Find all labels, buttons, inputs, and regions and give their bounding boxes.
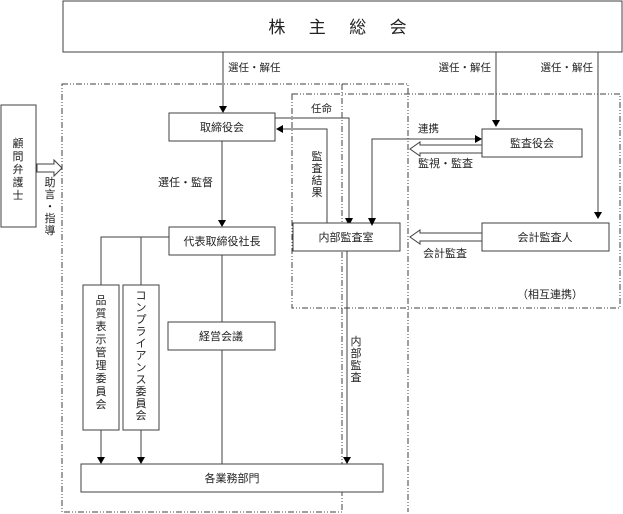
shareholders-meeting-label: 株 主 総 会 (268, 18, 415, 38)
audit-board-label: 監査役会 (510, 136, 554, 150)
quality-committee-label: 品質表示管理委員会 (96, 294, 107, 411)
audit-results-char: 監 (312, 149, 323, 163)
board-of-directors-label: 取締役会 (200, 120, 244, 134)
arrowhead (218, 220, 226, 227)
legal-advisor-char: 護 (13, 175, 24, 189)
business-departments-label: 各業務部門 (205, 471, 260, 485)
monitor-audit-arrow (409, 141, 483, 157)
advice-arrow (36, 158, 63, 178)
accounting-auditor-label: 会計監査人 (518, 230, 573, 244)
arrowhead (97, 457, 105, 464)
compliance-committee-char: ン (136, 301, 147, 314)
compliance-committee-char: プ (136, 313, 147, 326)
label-mutual-cooperation: （相互連携） (517, 287, 583, 301)
internal-audit-office-label: 内部監査室 (319, 230, 374, 244)
internal-audit-char: 査 (351, 370, 362, 384)
internal-audit-char: 内 (351, 334, 362, 348)
compliance-committee-char: 委 (136, 385, 147, 398)
board-of-directors-box (168, 112, 276, 142)
arrowhead (276, 125, 283, 133)
quality-committee-char: 品 (96, 294, 107, 307)
quality-committee-char: 管 (96, 345, 107, 359)
label-elect-dismiss-auditboard: 選任・解任 (439, 61, 492, 74)
audit-results-char: 結 (312, 173, 323, 187)
arrowhead (137, 457, 145, 464)
legal-advisor-char: 顧 (13, 136, 24, 150)
quality-committee-char: 質 (96, 306, 107, 320)
legal-advisor-label: 顧問弁護士 (13, 136, 24, 202)
advice-guidance-char: 指 (45, 211, 56, 225)
legal-advisor-char: 問 (13, 150, 24, 163)
arrowhead (492, 120, 500, 127)
compliance-committee-char: ス (136, 373, 147, 386)
arrowhead (368, 218, 376, 226)
company-boundary (61, 83, 343, 513)
compliance-committee-char: 員 (136, 397, 147, 410)
compliance-committee-char: 会 (136, 409, 147, 422)
quality-committee-char: 示 (96, 333, 107, 346)
advice-guidance-char: 言 (45, 188, 56, 201)
legal-advisor-char: 弁 (13, 162, 24, 176)
president-label: 代表取締役社長 (184, 234, 261, 248)
legal-advisor-box (0, 104, 37, 228)
management-meeting-box (167, 321, 276, 351)
arrowhead (343, 457, 351, 464)
accounting-audit-arrow (409, 229, 483, 245)
compliance-committee-char: ア (136, 349, 147, 362)
label-elect-dismiss-accounting: 選任・解任 (541, 61, 594, 74)
arrowhead (219, 106, 227, 113)
quality-committee-char: 員 (96, 385, 107, 398)
arrowhead (475, 135, 482, 143)
management-meeting-label: 経営会議 (199, 329, 243, 343)
line-appoint (275, 117, 350, 221)
compliance-committee-char: コ (136, 289, 147, 302)
shareholders-meeting-box (62, 0, 623, 53)
label-accounting-audit: 会計監査 (423, 246, 467, 260)
quality-committee-char: 理 (96, 359, 107, 372)
company-boundary-right (342, 83, 409, 512)
line-audit-results (282, 128, 328, 226)
arrowhead (594, 212, 602, 219)
label-monitor-audit: 監視・監査 (418, 156, 473, 170)
quality-committee-char: 表 (96, 319, 107, 333)
advice-guidance-char: ・ (45, 200, 56, 213)
quality-committee-char: 委 (96, 372, 107, 385)
label-appoint: 任命 (311, 102, 332, 115)
label-elect-dismiss-board: 選任・解任 (228, 61, 281, 74)
accounting-auditor-box (481, 222, 610, 252)
audit-board-box (481, 128, 583, 158)
quality-committee-char: 会 (96, 398, 107, 411)
business-departments-box (80, 463, 384, 493)
advice-guidance-char: 導 (45, 223, 56, 237)
audit-results-char: 査 (312, 161, 323, 175)
compliance-committee-char: ン (136, 361, 147, 374)
legal-advisor-char: 士 (13, 189, 24, 202)
mutual-cooperation-boundary (291, 93, 621, 309)
internal-audit-char: 監 (351, 358, 362, 372)
line-cooperation (371, 138, 476, 221)
internal-audit-char: 部 (351, 346, 362, 360)
arrowhead (345, 218, 353, 226)
advice-guidance-char: 助 (45, 175, 56, 189)
advice-guidance-label: 助言・指導 (45, 175, 56, 237)
internal-audit-label: 内部監査 (351, 334, 362, 384)
line-president-quality (100, 236, 169, 285)
label-elect-supervise: 選任・監督 (158, 175, 213, 189)
audit-results-label: 監査結果 (312, 149, 323, 199)
label-cooperation: 連携 (418, 122, 439, 135)
audit-results-char: 果 (312, 186, 323, 199)
compliance-committee-label: コンプライアンス委員会 (136, 289, 147, 422)
quality-committee-box (82, 284, 120, 431)
compliance-committee-char: イ (136, 337, 147, 350)
compliance-committee-char: ラ (136, 325, 147, 338)
